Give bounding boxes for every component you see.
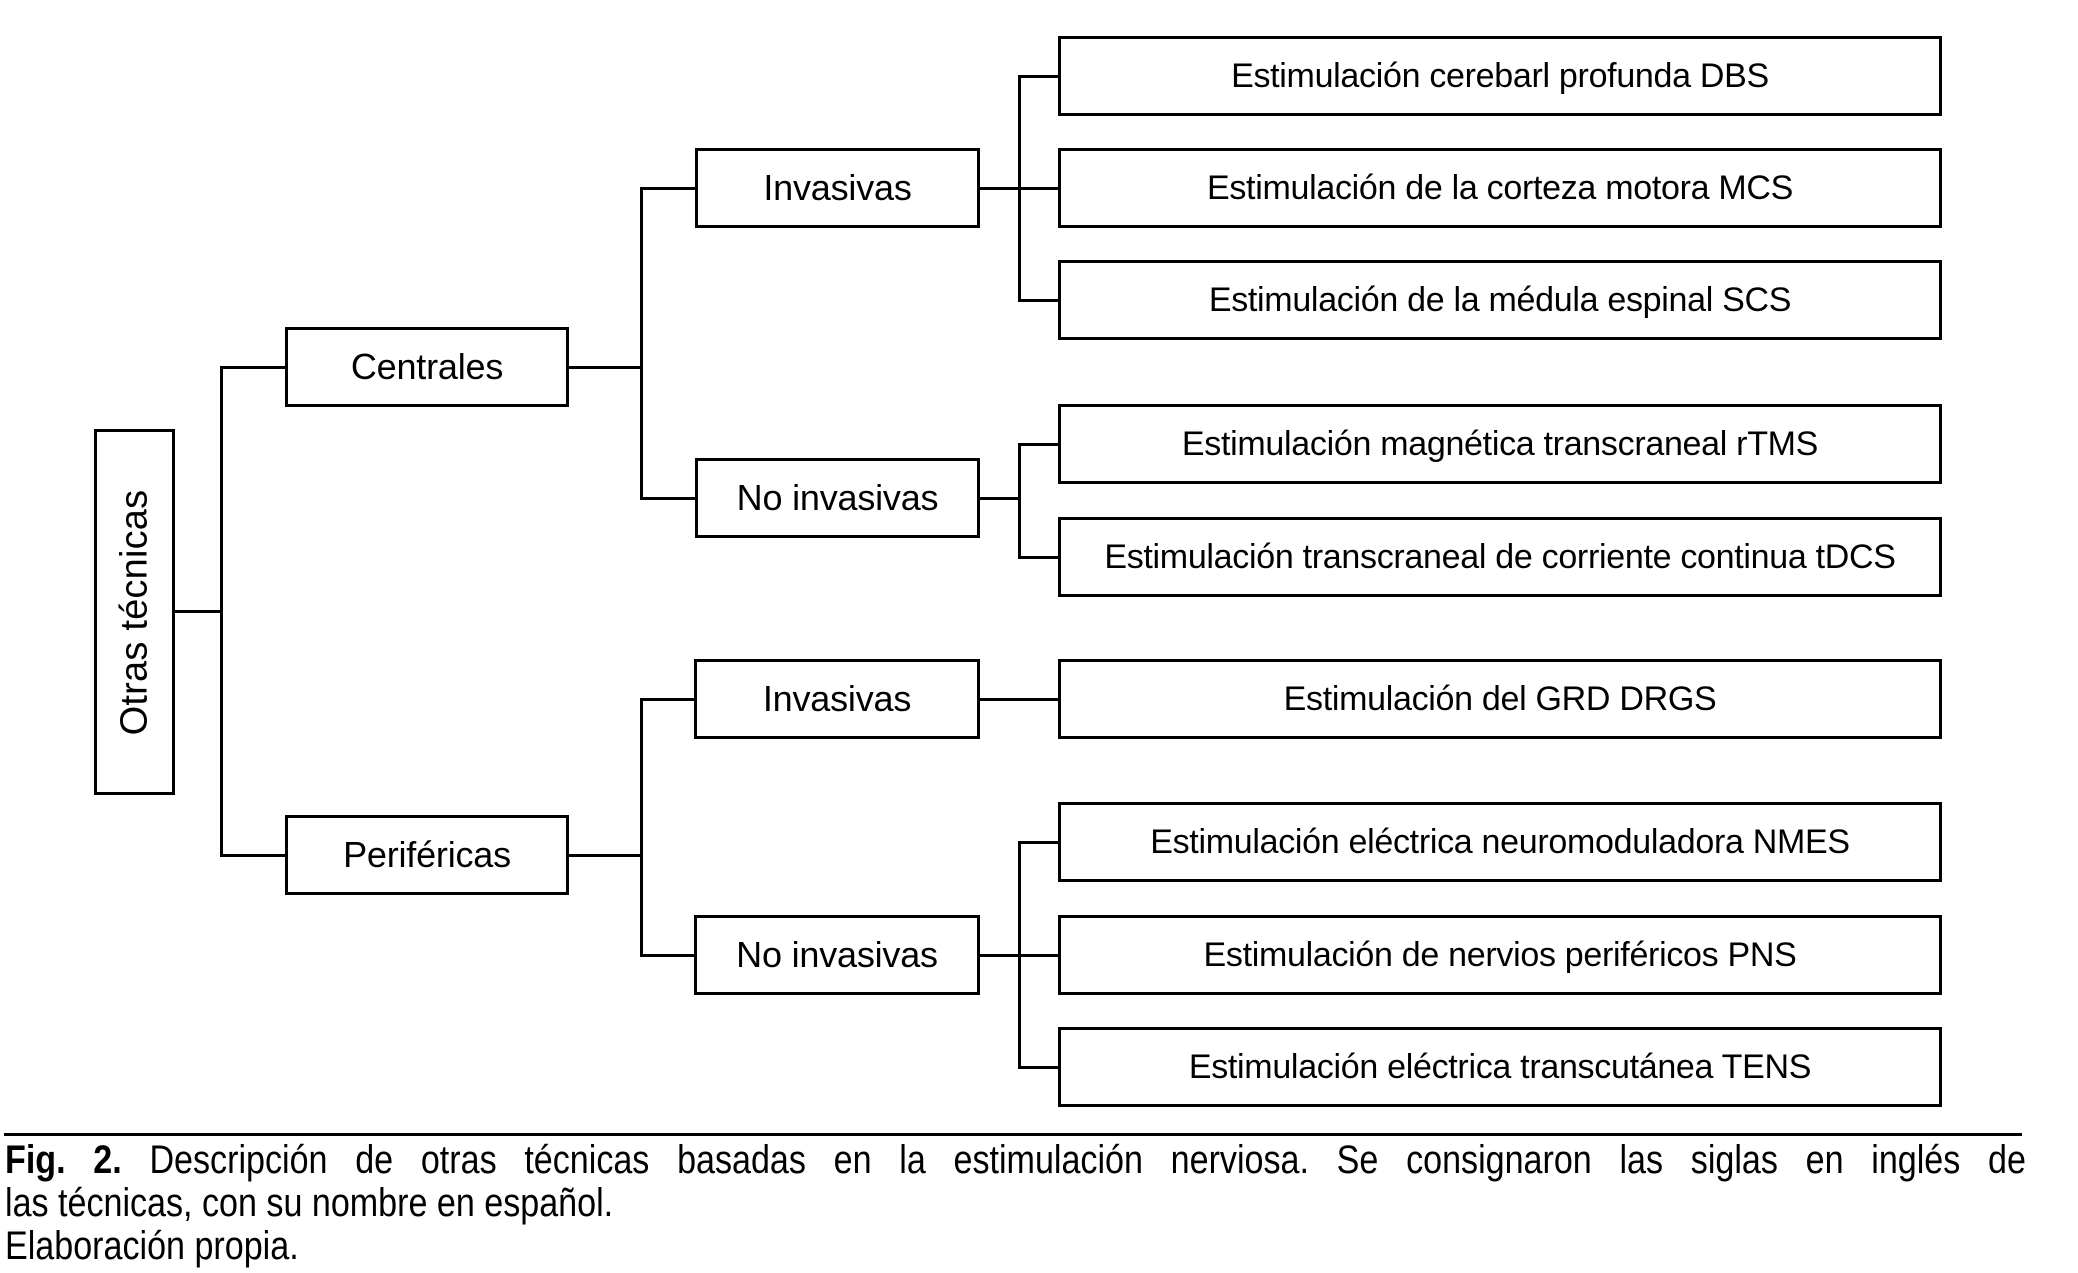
leaf-drgs-label: Estimulación del GRD DRGS [1283,679,1717,718]
leaf-scs: Estimulación de la médula espinal SCS [1058,260,1942,340]
caption-divider [4,1133,2022,1136]
connector-line [1018,299,1058,302]
leaf-mcs: Estimulación de la corteza motora MCS [1058,148,1942,228]
connector-line [220,366,285,369]
caption-credit: Elaboración propia. [5,1224,299,1268]
caption-line-2: las técnicas, con su nombre en español. [5,1181,614,1225]
node-no-invasivas-perifericas: No invasivas [694,915,980,995]
leaf-nmes-label: Estimulación eléctrica neuromoduladora N… [1150,822,1850,861]
connector-line [1018,841,1058,844]
connector-line [640,187,695,190]
connector-line [220,854,285,857]
leaf-mcs-label: Estimulación de la corteza motora MCS [1206,168,1794,207]
connector-line [220,366,223,855]
root-box-otras-tecnicas: Otras técnicas [94,429,175,795]
leaf-rtms-label: Estimulación magnética transcraneal rTMS [1181,424,1819,463]
branch-perifericas-label: Periféricas [343,834,511,875]
connector-line [569,854,642,857]
connector-line [1018,75,1058,78]
leaf-nmes: Estimulación eléctrica neuromoduladora N… [1058,802,1942,882]
connector-line [640,698,643,956]
connector-line [1018,443,1021,559]
leaf-pns-label: Estimulación de nervios periféricos PNS [1203,935,1797,974]
node-no-invasivas-centrales: No invasivas [695,458,980,538]
connector-line [640,954,694,957]
node-no-invasivas-perifericas-label: No invasivas [736,934,938,975]
node-invasivas-perifericas-label: Invasivas [762,678,912,719]
connector-line [980,954,1020,957]
caption-text: Descripción de otras técnicas basadas en… [121,1138,2026,1182]
leaf-tdcs-label: Estimulación transcraneal de corriente c… [1104,537,1896,576]
leaf-tens: Estimulación eléctrica transcutánea TENS [1058,1027,1942,1107]
connector-line [1018,443,1058,446]
connector-line [1018,1066,1058,1069]
connector-line [980,497,1020,500]
connector-line [640,497,695,500]
node-invasivas-perifericas: Invasivas [694,659,980,739]
branch-centrales: Centrales [285,327,569,407]
connector-line [175,610,222,613]
leaf-pns: Estimulación de nervios periféricos PNS [1058,915,1942,995]
leaf-drgs: Estimulación del GRD DRGS [1058,659,1942,739]
connector-line [980,187,1020,190]
node-invasivas-centrales: Invasivas [695,148,980,228]
connector-line [980,698,1058,701]
caption-fig-label: Fig. 2. [5,1138,122,1182]
leaf-scs-label: Estimulación de la médula espinal SCS [1208,280,1792,319]
node-invasivas-centrales-label: Invasivas [763,167,912,208]
leaf-dbs: Estimulación cerebarl profunda DBS [1058,36,1942,116]
figure-caption: Fig. 2. Descripción de otras técnicas ba… [5,1139,2026,1268]
connector-line [640,698,694,701]
leaf-rtms: Estimulación magnética transcraneal rTMS [1058,404,1942,484]
branch-centrales-label: Centrales [350,346,504,387]
leaf-tdcs: Estimulación transcraneal de corriente c… [1058,517,1942,597]
root-label: Otras técnicas [113,489,156,735]
connector-line [1018,954,1058,957]
caption-line-1: Fig. 2. Descripción de otras técnicas ba… [5,1139,2026,1182]
leaf-tens-label: Estimulación eléctrica transcutánea TENS [1188,1047,1812,1086]
leaf-dbs-label: Estimulación cerebarl profunda DBS [1231,56,1769,95]
branch-perifericas: Periféricas [285,815,569,895]
node-no-invasivas-centrales-label: No invasivas [736,477,939,518]
connector-line [640,187,643,499]
connector-line [1018,187,1058,190]
connector-line [569,366,642,369]
connector-line [1018,556,1058,559]
